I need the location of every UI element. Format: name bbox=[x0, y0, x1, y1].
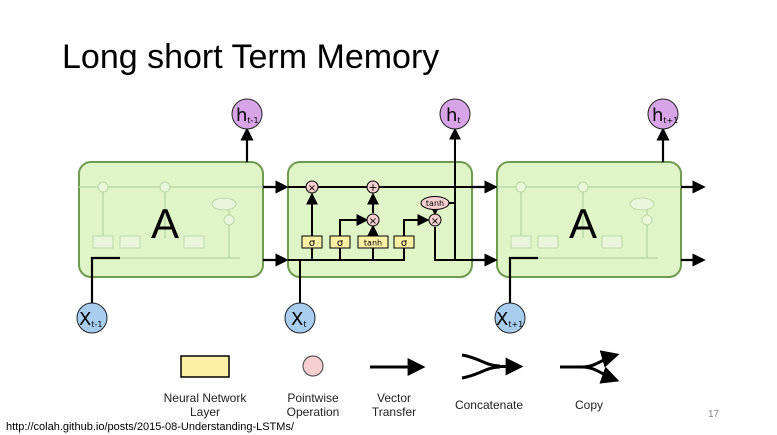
cell-label-a: A bbox=[151, 200, 179, 247]
input-symbol-prev: X bbox=[79, 309, 91, 330]
input-multiply-symbol: × bbox=[369, 216, 377, 227]
input-nodes: Xt-1 Xt Xt+1 bbox=[76, 302, 526, 334]
pointwise-circle-icon bbox=[302, 355, 324, 377]
output-sub-prev: t-1 bbox=[247, 116, 258, 125]
lstm-cell-prev: A bbox=[78, 161, 264, 278]
input-node-next bbox=[494, 302, 526, 334]
lstm-cell-next: A bbox=[496, 161, 682, 278]
input-multiply-op bbox=[366, 213, 380, 227]
forget-gate-layer bbox=[301, 235, 323, 249]
svg-text:ht: ht bbox=[446, 105, 461, 126]
candidate-layer bbox=[357, 235, 389, 249]
input-node-current bbox=[284, 302, 316, 334]
layer-box-icon bbox=[180, 355, 230, 378]
output-sub-current: t bbox=[457, 116, 460, 125]
svg-text:Xt: Xt bbox=[291, 309, 306, 330]
pointwise-ops: × + × × tanh bbox=[305, 180, 450, 227]
svg-text:Xt-1: Xt-1 bbox=[79, 309, 102, 330]
output-tanh-label: tanh bbox=[426, 199, 444, 208]
legend-label-concatenate: Concatenate bbox=[454, 398, 524, 412]
source-url: http://colah.github.io/posts/2015-08-Und… bbox=[6, 421, 294, 433]
output-node-prev bbox=[231, 98, 263, 130]
legend bbox=[180, 350, 620, 384]
svg-text:ht-1: ht-1 bbox=[236, 105, 259, 126]
output-gate-label: σ bbox=[401, 238, 408, 249]
output-nodes: ht-1 ht ht+1 bbox=[231, 98, 679, 130]
output-multiply-symbol: × bbox=[431, 216, 439, 227]
output-symbol-current: h bbox=[446, 105, 457, 126]
add-symbol: + bbox=[368, 181, 377, 194]
output-gate-layer bbox=[393, 235, 415, 249]
output-multiply-op bbox=[428, 213, 442, 227]
output-tanh-op bbox=[420, 196, 450, 210]
output-sub-next: t+1 bbox=[663, 116, 678, 125]
forget-multiply-op bbox=[305, 180, 319, 194]
slide-title: Long short Term Memory bbox=[62, 38, 440, 76]
svg-text:ht+1: ht+1 bbox=[652, 105, 678, 126]
output-symbol-prev: h bbox=[236, 105, 247, 126]
forget-gate-label: σ bbox=[309, 238, 316, 249]
input-sub-prev: t-1 bbox=[91, 320, 102, 329]
legend-label-copy: Copy bbox=[574, 398, 603, 412]
forget-multiply-symbol: × bbox=[308, 183, 316, 194]
input-node-prev bbox=[76, 302, 108, 334]
add-op bbox=[366, 180, 380, 194]
input-gate-layer bbox=[329, 235, 351, 249]
input-symbol-next: X bbox=[496, 309, 508, 330]
svg-text:Xt+1: Xt+1 bbox=[496, 309, 523, 330]
concatenate-icon bbox=[461, 353, 524, 380]
page-number: 17 bbox=[708, 409, 720, 420]
input-symbol-current: X bbox=[291, 309, 303, 330]
output-node-current bbox=[439, 98, 471, 130]
input-sub-next: t+1 bbox=[508, 320, 523, 329]
copy-icon bbox=[560, 350, 620, 384]
output-symbol-next: h bbox=[652, 105, 663, 126]
input-gate-label: σ bbox=[337, 238, 344, 249]
nn-layers: σ σ tanh σ bbox=[301, 235, 415, 249]
output-node-next bbox=[647, 98, 679, 130]
cell-label-a-next: A bbox=[569, 200, 597, 247]
input-sub-current: t bbox=[303, 320, 306, 329]
candidate-label: tanh bbox=[364, 239, 382, 248]
